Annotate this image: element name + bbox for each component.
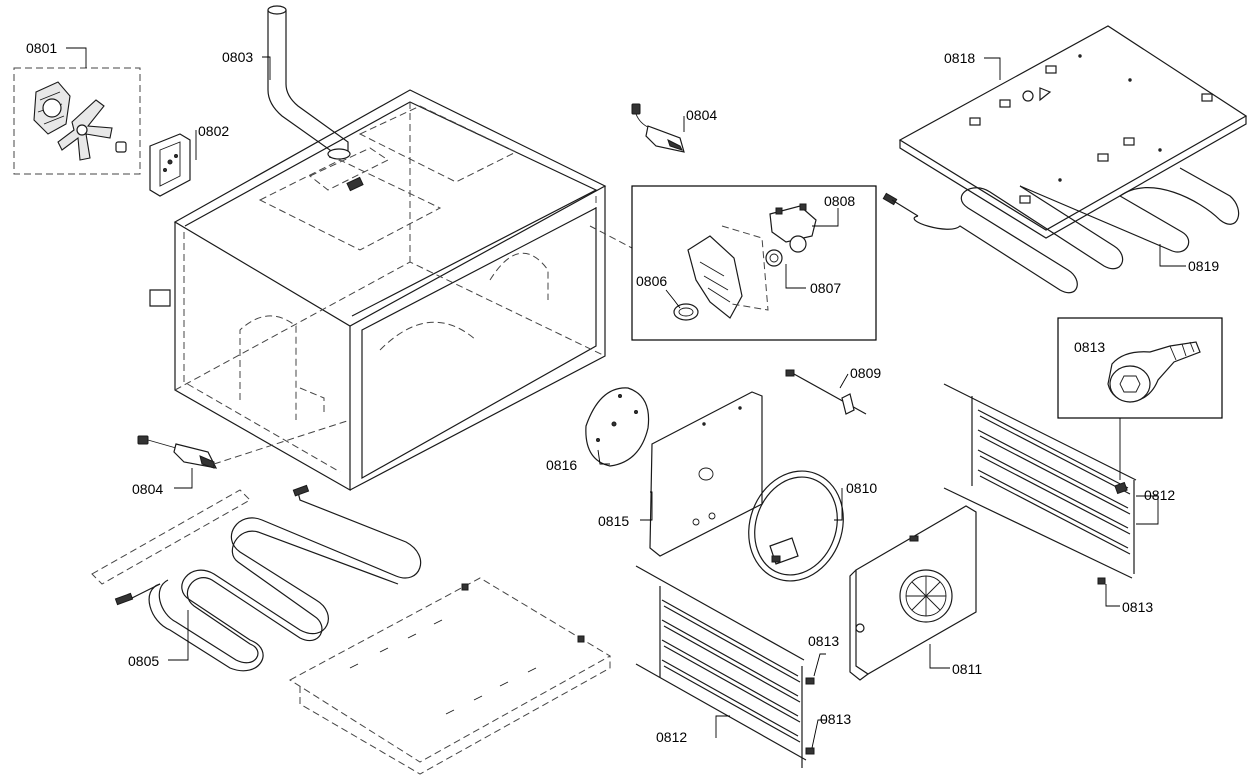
- label-0808: 0808: [824, 193, 855, 209]
- part-0809-sensor: [785, 369, 867, 415]
- part-labels: 0801 0802 0803 0804 0804 0805 0806 0807 …: [26, 40, 1219, 745]
- part-0812-rail-right: [943, 383, 1137, 585]
- bottom-tray: [289, 577, 611, 775]
- oven-cavity: [149, 89, 607, 492]
- label-0810: 0810: [846, 480, 877, 496]
- part-0816-round-plate: [585, 387, 650, 467]
- label-0813-detail: 0813: [1074, 339, 1105, 355]
- part-0805-bottom-element: [91, 484, 422, 672]
- part-0801-fan-motor: [13, 67, 141, 175]
- label-0815: 0815: [598, 513, 629, 529]
- detail-box-lamp: [589, 185, 877, 341]
- label-0802: 0802: [198, 123, 229, 139]
- label-0819: 0819: [1188, 258, 1219, 274]
- part-0804-switch-top: [631, 103, 685, 153]
- label-0803: 0803: [222, 49, 253, 65]
- label-0813-right: 0813: [1122, 599, 1153, 615]
- label-0813-left-upper: 0813: [808, 633, 839, 649]
- label-0813-left-lower: 0813: [820, 711, 851, 727]
- label-0804-bottom: 0804: [132, 481, 163, 497]
- part-0819-grill-element: [882, 167, 1240, 294]
- label-0801: 0801: [26, 40, 57, 56]
- part-0804-switch-bottom: [137, 435, 218, 469]
- part-0815-rear-panel: [649, 391, 763, 557]
- label-0804-top: 0804: [686, 107, 717, 123]
- detail-box-knob: [1057, 317, 1223, 480]
- label-0811: 0811: [952, 661, 982, 677]
- label-0806: 0806: [636, 273, 667, 289]
- label-0809: 0809: [850, 365, 881, 381]
- leader-lines: [66, 47, 1186, 749]
- label-0816: 0816: [546, 457, 577, 473]
- label-0807: 0807: [810, 280, 841, 296]
- part-0818-top-plate: [898, 25, 1248, 239]
- label-0812-right: 0812: [1144, 487, 1175, 503]
- part-0811-fan-cover: [849, 505, 977, 681]
- label-0818: 0818: [944, 50, 975, 66]
- part-0812-rail-left: [635, 565, 815, 768]
- label-0812-left: 0812: [656, 729, 687, 745]
- label-0805: 0805: [128, 653, 159, 669]
- part-0803-vent-pipe: [267, 5, 351, 160]
- part-0802-bracket: [149, 133, 191, 197]
- part-0810-ring-element: [748, 470, 844, 582]
